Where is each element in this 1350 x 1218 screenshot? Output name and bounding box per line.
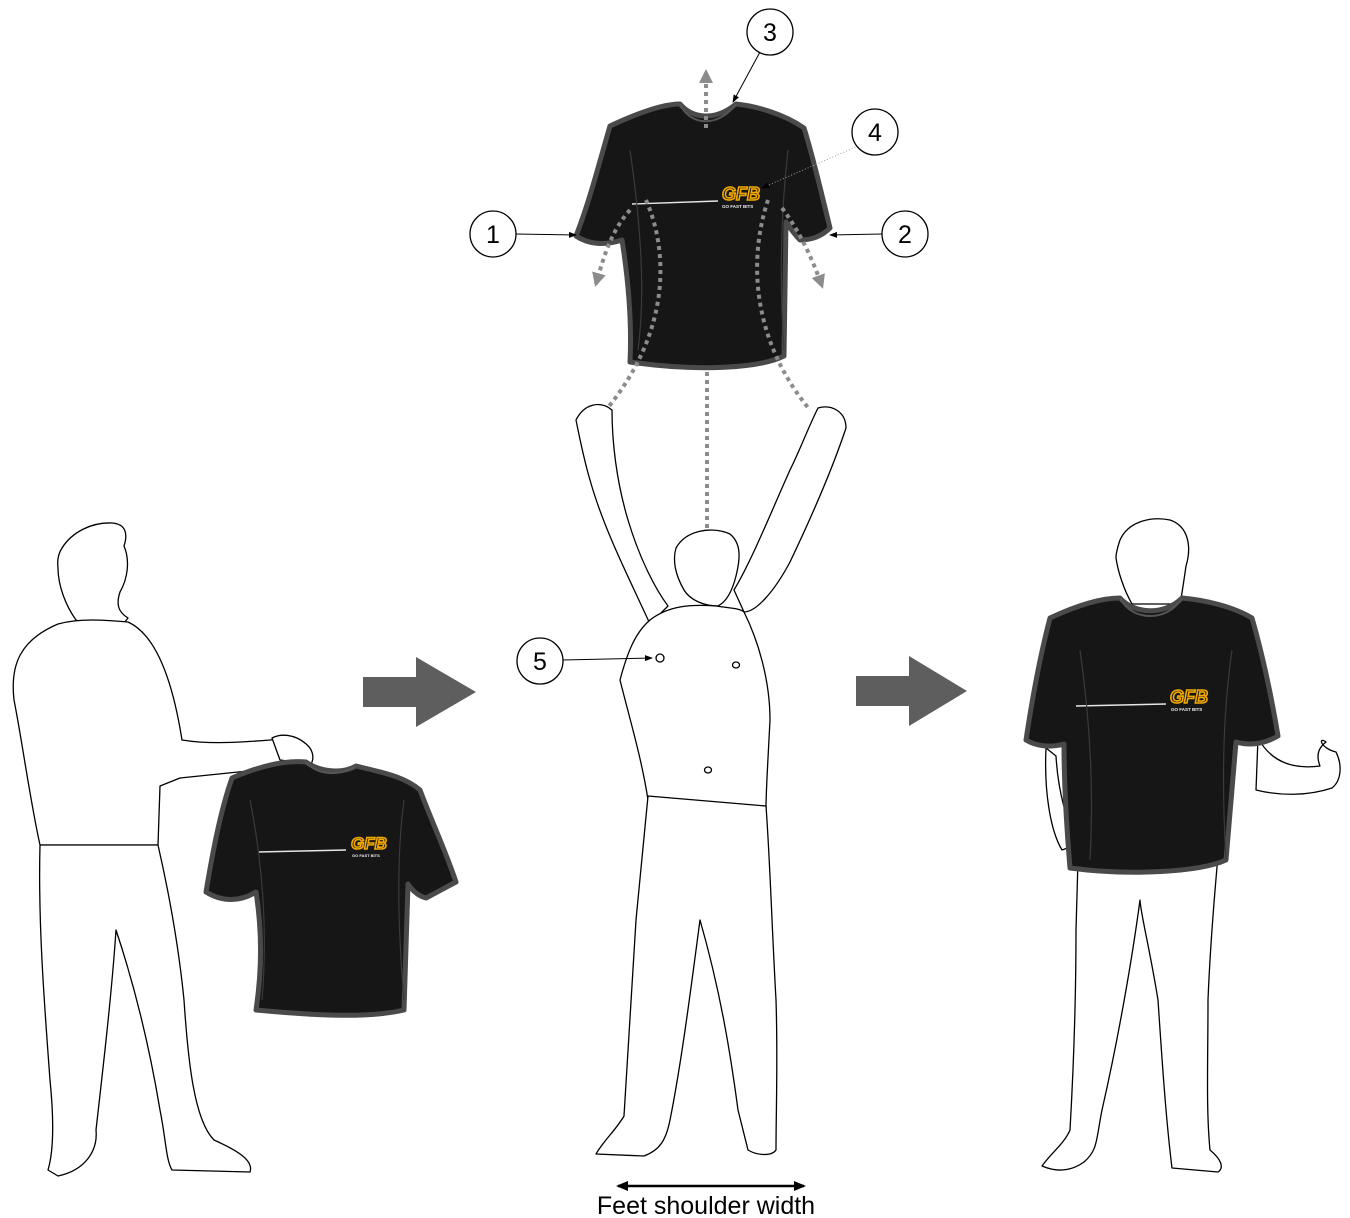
callout-2-label: 2 bbox=[898, 221, 912, 249]
callout-5-label: 5 bbox=[533, 648, 547, 676]
callout-3: 3 bbox=[733, 9, 793, 102]
logo-mark: GFB bbox=[722, 184, 760, 204]
flow-arrow-1 bbox=[363, 657, 476, 727]
flow-arrow-2 bbox=[856, 656, 967, 726]
callout-4-label: 4 bbox=[868, 119, 882, 147]
callout-1: 1 bbox=[470, 211, 576, 257]
logo-tagline: GO FAST BITS bbox=[1171, 707, 1202, 712]
feet-width-caption: Feet shoulder width bbox=[597, 1192, 815, 1218]
logo-mark: GFB bbox=[351, 834, 387, 853]
callout-1-label: 1 bbox=[486, 221, 500, 249]
held-tshirt: GFB GO FAST BITS bbox=[206, 762, 456, 1016]
logo-mark: GFB bbox=[1170, 687, 1208, 707]
logo-tagline: GO FAST BITS bbox=[722, 204, 753, 209]
callout-2: 2 bbox=[830, 211, 928, 257]
tshirt-diagram: GFB GO FAST BITS bbox=[576, 104, 830, 368]
person-arms-raised bbox=[576, 405, 846, 1156]
logo-tagline: GO FAST BITS bbox=[352, 853, 380, 858]
callout-3-label: 3 bbox=[763, 19, 777, 47]
